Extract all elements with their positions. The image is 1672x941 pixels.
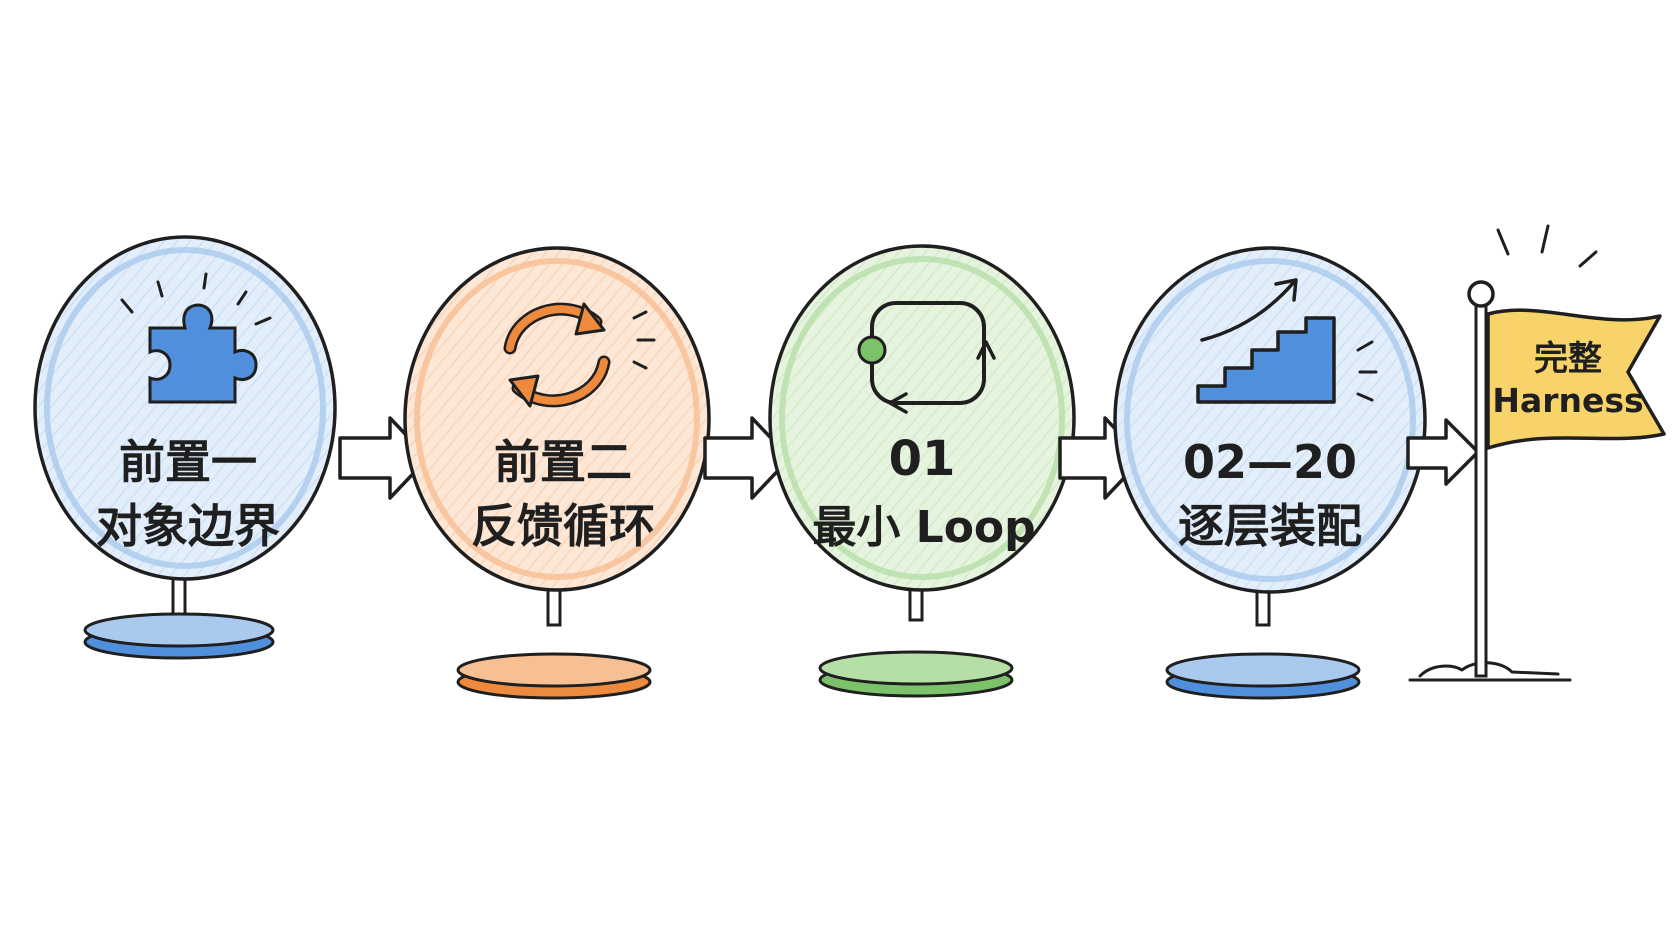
stage-4: 02—20 逐层装配	[1113, 246, 1427, 700]
stage-3: 01 最小 Loop	[768, 244, 1076, 698]
stage-3-bubble	[768, 244, 1076, 592]
stage-1-line2: 对象边界	[96, 499, 280, 553]
stage-4-bubble	[1113, 246, 1427, 594]
stage-2-line2: 反馈循环	[471, 499, 655, 553]
finish-flag: 完整 Harness	[1408, 224, 1666, 682]
stage-3-line1: 01	[889, 431, 956, 487]
arrow-right-icon	[1406, 418, 1480, 486]
stage-3-line2: 最小 Loop	[812, 502, 1035, 553]
stage-1-line1: 前置一	[119, 435, 257, 489]
stage-2-stand	[456, 583, 652, 700]
stage-2-line1: 前置二	[494, 435, 632, 489]
stage-2: 前置二 反馈循环	[403, 246, 711, 700]
stage-3-stand	[818, 576, 1014, 698]
stage-1-stand	[83, 575, 275, 660]
refresh-cycle-icon	[503, 302, 656, 408]
stairs-growth-icon	[1196, 278, 1378, 404]
stage-2-bubble	[403, 246, 711, 592]
puzzle-piece-icon	[120, 272, 272, 404]
loop-icon	[857, 301, 996, 414]
finish-flag-icon	[1408, 224, 1666, 682]
stage-4-stand	[1165, 581, 1361, 700]
stage-1: 前置一 对象边界	[33, 235, 337, 660]
arrow-right-icon	[703, 416, 792, 500]
stage-4-line1: 02—20	[1183, 435, 1357, 489]
finish-line1: 完整	[1534, 339, 1602, 379]
stage-4-line2: 逐层装配	[1178, 499, 1362, 553]
finish-line2: Harness	[1492, 381, 1643, 420]
